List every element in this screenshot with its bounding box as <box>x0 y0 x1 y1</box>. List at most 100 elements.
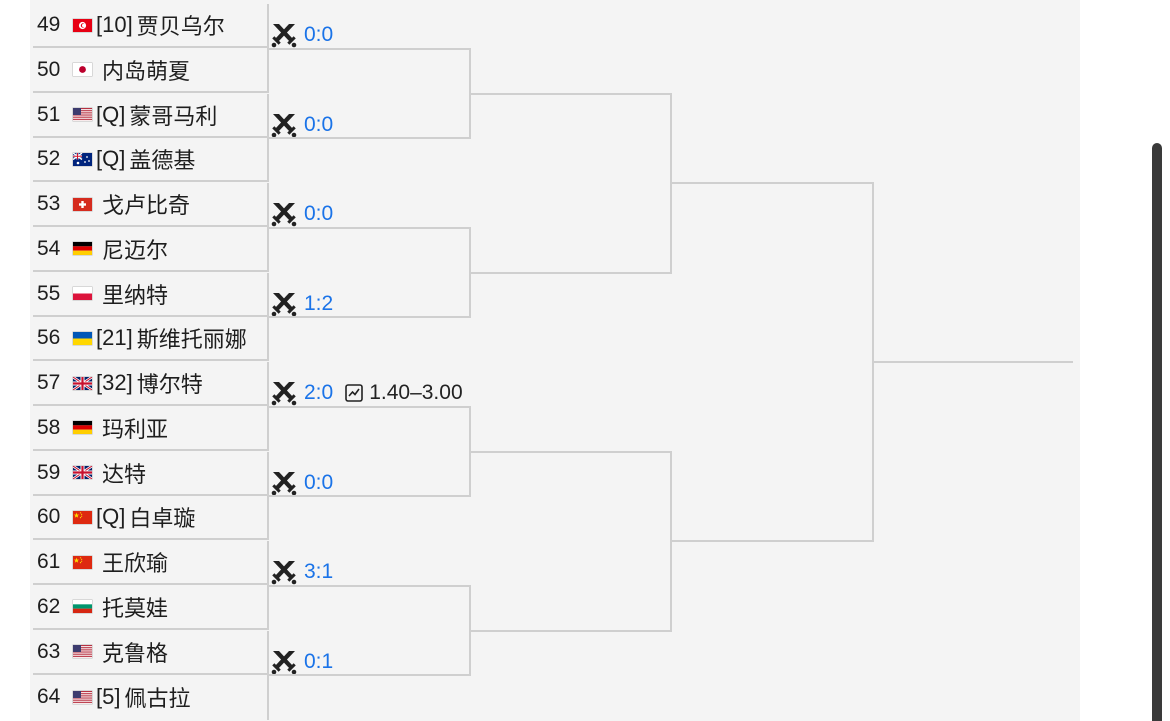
crossed-swords-icon <box>270 22 298 48</box>
crossed-swords-icon <box>270 649 298 675</box>
match-result[interactable]: 0:0 <box>270 468 333 498</box>
player-number: 63 <box>37 639 61 663</box>
bulgaria-flag <box>73 600 92 614</box>
player-row[interactable]: 57[32]博尔特 <box>33 362 267 406</box>
match-result[interactable]: 0:0 <box>270 199 333 229</box>
player-name[interactable]: 尼迈尔 <box>102 237 169 263</box>
bracket-line <box>873 361 1073 363</box>
player-name[interactable]: 戈卢比奇 <box>102 193 191 218</box>
bracket-line <box>268 316 470 319</box>
match-odds: 1.40–3.00 <box>369 381 463 404</box>
player-seed: [Q] <box>96 146 126 172</box>
crossed-swords-icon <box>270 201 298 227</box>
bracket-line <box>268 137 470 140</box>
uk-flag <box>73 466 92 479</box>
match-result[interactable]: 0:0 <box>270 20 333 50</box>
player-row[interactable]: 51[Q]蒙哥马利 <box>33 94 267 138</box>
match-score-link[interactable]: 0:0 <box>304 470 334 494</box>
player-row[interactable]: 64[5]佩古拉 <box>33 675 267 719</box>
player-row[interactable]: 52[Q]盖德基 <box>33 138 267 183</box>
player-name[interactable]: 托莫娃 <box>102 595 169 621</box>
bracket-line <box>268 495 470 498</box>
bracket-line <box>268 584 470 587</box>
player-name[interactable]: 王欣瑜 <box>102 551 169 576</box>
match-result[interactable]: 0:1 <box>270 647 333 677</box>
match-result[interactable]: 1:2 <box>270 289 333 319</box>
player-row[interactable]: 63 克鲁格 <box>33 631 267 675</box>
japan-flag <box>73 63 92 77</box>
player-number: 50 <box>37 57 61 81</box>
player-number: 61 <box>37 550 61 573</box>
bracket-line <box>470 450 671 453</box>
player-seed: [21] <box>96 325 133 351</box>
player-number: 55 <box>37 281 61 305</box>
bracket-line <box>268 47 470 50</box>
player-number: 59 <box>37 460 61 484</box>
australia-flag <box>73 152 92 166</box>
player-name[interactable]: 里纳特 <box>102 282 169 308</box>
player-name[interactable]: 博尔特 <box>136 372 203 397</box>
player-number: 60 <box>37 505 61 529</box>
player-row[interactable]: 50 内岛萌夏 <box>33 49 267 93</box>
player-name[interactable]: 内岛萌夏 <box>102 58 191 84</box>
match-score-link[interactable]: 0:1 <box>304 649 334 673</box>
player-row[interactable]: 61 王欣瑜 <box>33 541 267 585</box>
match-score-link[interactable]: 2:0 <box>304 381 334 404</box>
player-name[interactable]: 蒙哥马利 <box>129 103 218 129</box>
tunisia-flag <box>73 18 92 32</box>
scrollbar[interactable] <box>1152 143 1162 721</box>
match-score-link[interactable]: 3:1 <box>304 560 334 583</box>
player-row[interactable]: 60 [Q]白卓璇 <box>33 496 267 541</box>
match-result[interactable]: 0:0 <box>270 110 333 140</box>
germany-flag <box>73 242 92 256</box>
player-number: 58 <box>37 415 61 439</box>
player-row[interactable]: 58 玛利亚 <box>33 407 267 451</box>
germany-flag <box>73 421 92 435</box>
bracket-line <box>470 271 671 274</box>
bracket-line <box>470 92 671 95</box>
match-result[interactable]: 2:0 1.40–3.00 <box>270 378 463 408</box>
trend-chart-icon[interactable] <box>345 384 364 402</box>
switzerland-flag <box>73 197 92 211</box>
match-score-link[interactable]: 0:0 <box>304 202 334 225</box>
player-name[interactable]: 盖德基 <box>129 148 196 174</box>
player-row[interactable]: 54 尼迈尔 <box>33 228 267 272</box>
player-seed: [10] <box>96 12 133 37</box>
player-seed: [Q] <box>96 101 126 127</box>
usa-flag <box>73 108 92 121</box>
player-name[interactable]: 贾贝乌尔 <box>136 14 225 39</box>
player-row[interactable]: 49 [10]贾贝乌尔 <box>33 4 267 48</box>
match-score-link[interactable]: 1:2 <box>304 291 334 315</box>
match-score-link[interactable]: 0:0 <box>304 23 334 46</box>
bracket-line <box>268 226 470 229</box>
crossed-swords-icon <box>270 559 298 585</box>
match-score-link[interactable]: 0:0 <box>304 112 334 136</box>
player-number: 49 <box>37 13 61 36</box>
usa-flag <box>73 690 92 704</box>
player-number: 54 <box>37 236 61 260</box>
player-name[interactable]: 斯维托丽娜 <box>136 327 247 353</box>
player-row[interactable]: 55 里纳特 <box>33 273 267 317</box>
player-name[interactable]: 白卓璇 <box>129 506 196 532</box>
player-seed: [Q] <box>96 504 126 530</box>
uk-flag <box>73 376 92 390</box>
crossed-swords-icon <box>270 291 298 317</box>
player-row[interactable]: 56[21]斯维托丽娜 <box>33 317 267 362</box>
player-row[interactable]: 53 戈卢比奇 <box>33 183 267 227</box>
player-name[interactable]: 佩古拉 <box>124 686 191 712</box>
china-flag <box>73 510 92 524</box>
player-number: 53 <box>37 192 61 215</box>
crossed-swords-icon <box>270 470 298 496</box>
bracket-line <box>470 629 671 632</box>
bracket-line <box>268 674 470 677</box>
crossed-swords-icon <box>270 112 298 138</box>
player-name[interactable]: 玛利亚 <box>102 416 169 442</box>
player-seed: [5] <box>96 684 121 710</box>
player-name[interactable]: 达特 <box>102 461 147 487</box>
bracket-line <box>671 540 873 542</box>
player-name[interactable]: 克鲁格 <box>102 640 169 666</box>
ukraine-flag <box>73 331 92 345</box>
player-row[interactable]: 59 达特 <box>33 452 267 496</box>
match-result[interactable]: 3:1 <box>270 557 333 587</box>
